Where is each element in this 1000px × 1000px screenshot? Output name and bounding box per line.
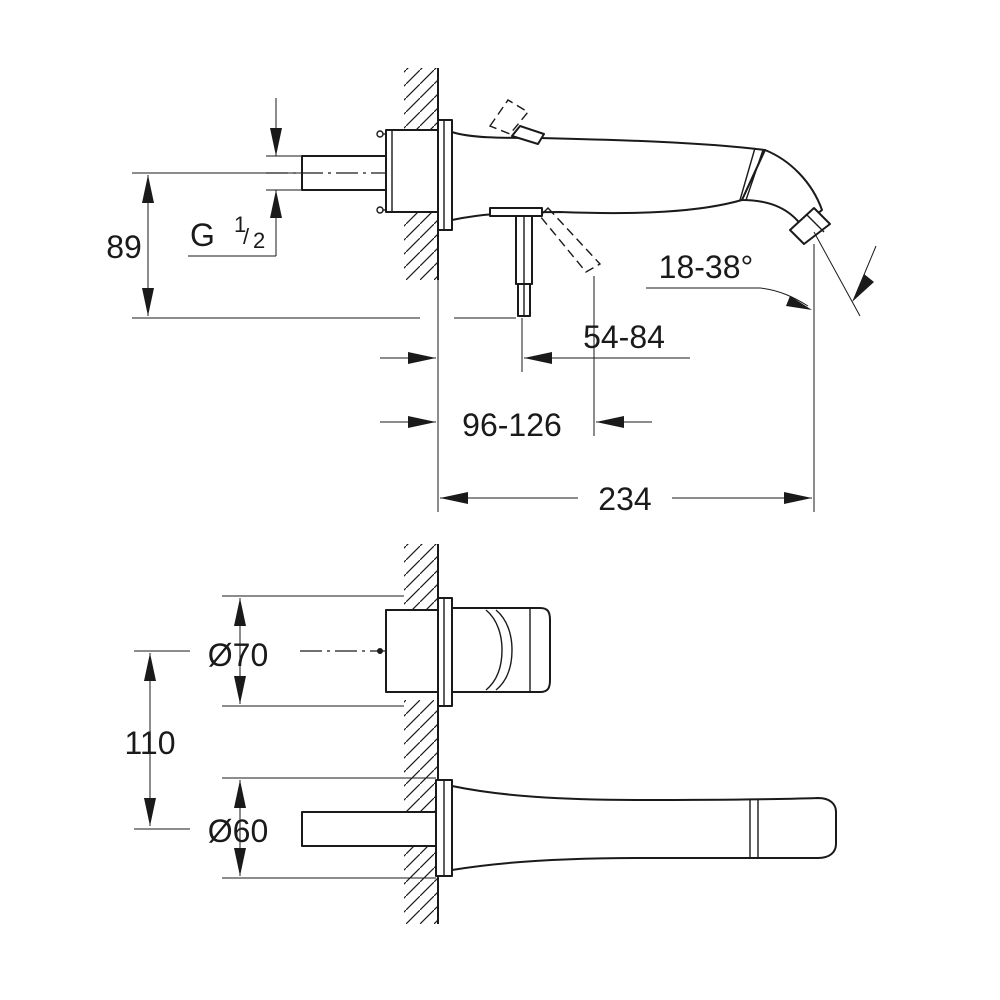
dim-234: 234 [437, 244, 815, 517]
dim-d60-label: Ø60 [208, 813, 268, 849]
dim-89-label: 89 [106, 229, 142, 265]
dim-thread: G 1 / 2 [188, 98, 302, 257]
dim-96-126-label: 96-126 [462, 407, 562, 443]
concealed-body-top [376, 129, 439, 214]
dim-110: 110 [124, 650, 190, 830]
dim-angle: 18-38° [646, 231, 877, 317]
dim-d70: Ø70 [208, 595, 404, 707]
thread-label-den: 2 [253, 228, 265, 253]
dim-54-84: 54-84 [521, 318, 690, 372]
dim-110-label: 110 [124, 725, 175, 761]
spout-top [451, 131, 766, 221]
thread-label-g: G [190, 217, 215, 253]
dim-234-label: 234 [598, 481, 651, 517]
dim-d60: Ø60 [208, 777, 436, 879]
rosette-top [437, 119, 453, 231]
spout-outlet [739, 147, 831, 245]
dim-54-84-label: 54-84 [583, 319, 665, 355]
dim-89: 89 [106, 172, 516, 319]
angle-label: 18-38° [659, 249, 754, 285]
spout-bottom [301, 779, 837, 877]
lever-phantom [488, 99, 602, 273]
lever-solid [489, 125, 545, 317]
bottom-view: Ø70 110 Ø60 [124, 544, 837, 924]
dim-d70-label: Ø70 [208, 637, 268, 673]
handle-unit-bottom [300, 597, 551, 707]
supply-pipe [266, 155, 387, 191]
dim-96-126: 96-126 [380, 276, 652, 443]
thread-label-sep: / [243, 224, 250, 249]
top-view: 89 G 1 / 2 18-38° [106, 68, 877, 517]
wall-section-bottom [404, 544, 439, 924]
thread-label-num: 1 [234, 212, 246, 237]
